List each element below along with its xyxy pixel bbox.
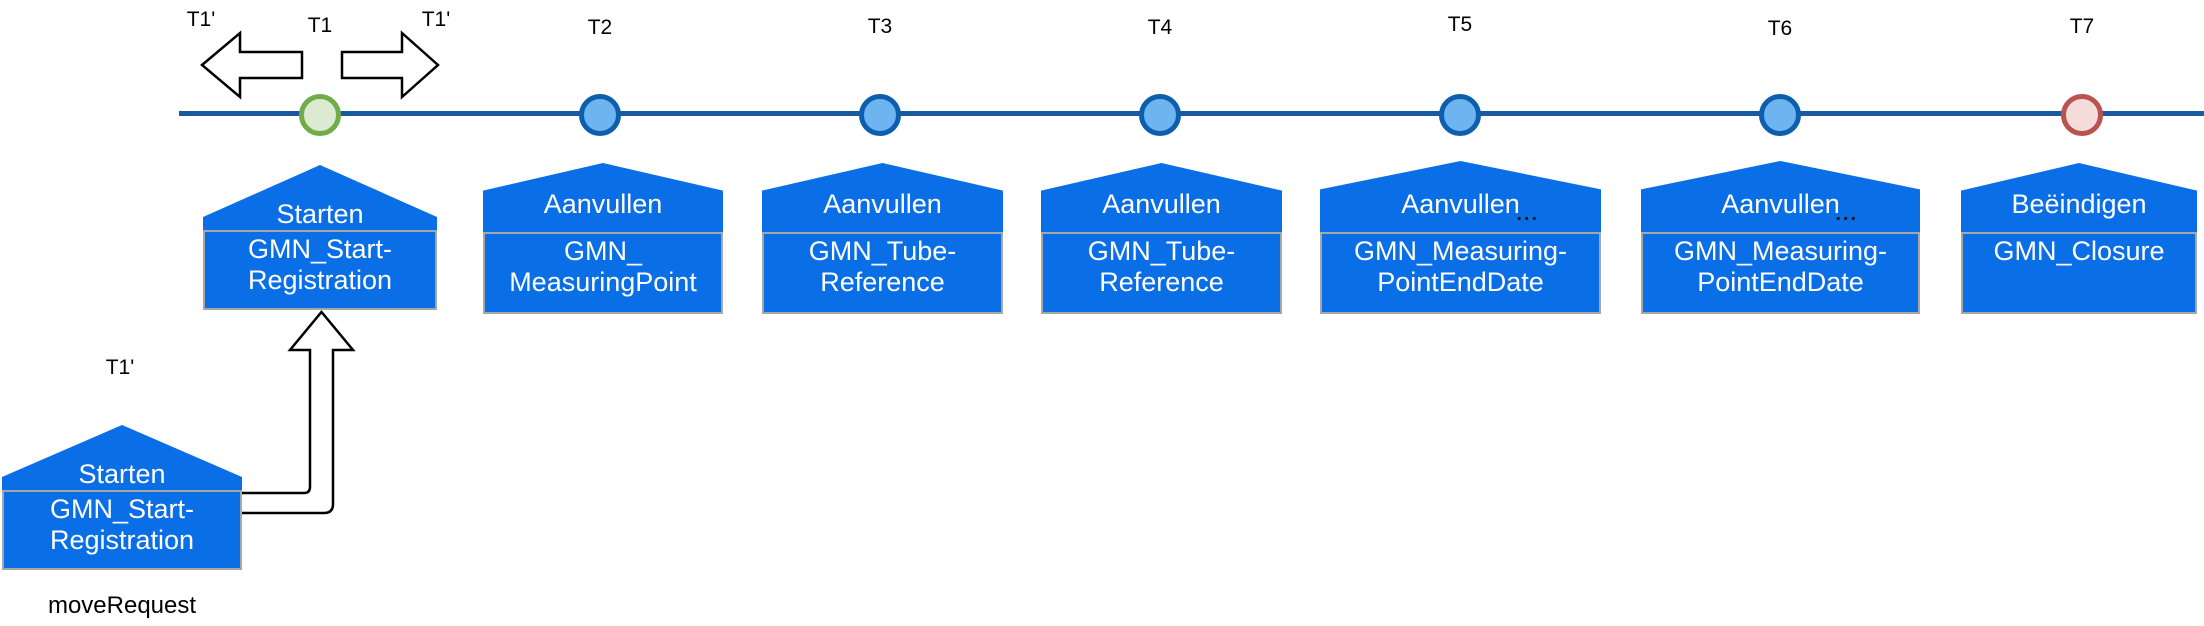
house-move-event: Starten <box>78 459 166 489</box>
label-t1-prime-move: T1' <box>105 356 135 379</box>
label-t1: T1 <box>307 14 333 37</box>
house-move-body: GMN_Start- Registration <box>2 490 242 570</box>
node-t4 <box>1139 94 1181 136</box>
house-t4-name-line2: Reference <box>1099 267 1224 297</box>
label-t1-prime-left: T1' <box>186 8 216 31</box>
node-t5 <box>1439 94 1481 136</box>
house-t4-body: GMN_Tube- Reference <box>1041 232 1282 314</box>
house-t6-body: GMN_Measuring- PointEndDate <box>1641 232 1920 314</box>
house-t2-name-line1: GMN_ <box>563 236 642 266</box>
house-t3-event: Aanvullen <box>823 189 942 219</box>
node-t2 <box>579 94 621 136</box>
house-t5-event: Aanvullen <box>1401 189 1520 219</box>
shift-right-arrow <box>340 30 440 100</box>
label-t5: T5 <box>1447 13 1473 36</box>
house-t3-name-line1: GMN_Tube- <box>808 236 957 266</box>
house-t5-ellipsis: ... <box>1516 203 1539 225</box>
house-t1-roof: Starten <box>203 165 437 230</box>
house-move-name-line1: GMN_Start- <box>49 494 195 524</box>
house-t3-name-line2: Reference <box>820 267 945 297</box>
house-t6-name-line1: GMN_Measuring- <box>1673 236 1888 266</box>
house-t7-roof: Beëindigen <box>1961 163 2197 232</box>
shift-left-arrow <box>200 30 304 100</box>
house-t5-roof: Aanvullen ... <box>1320 161 1601 232</box>
house-t5-body: GMN_Measuring- PointEndDate <box>1320 232 1601 314</box>
house-t1-name-line1: GMN_Start- <box>247 234 393 264</box>
label-t3: T3 <box>867 15 893 38</box>
node-t6 <box>1759 94 1801 136</box>
house-t6-event: Aanvullen <box>1721 189 1840 219</box>
label-t4: T4 <box>1147 16 1173 39</box>
house-t7-event: Beëindigen <box>2011 189 2147 219</box>
house-t2-body: GMN_ MeasuringPoint <box>483 232 723 314</box>
node-t3 <box>859 94 901 136</box>
house-t6-name-line2: PointEndDate <box>1697 267 1864 297</box>
house-t5-name-line1: GMN_Measuring- <box>1353 236 1568 266</box>
house-t3-roof: Aanvullen <box>762 163 1003 232</box>
timeline-axis <box>179 111 2204 116</box>
house-t1-body: GMN_Start- Registration <box>203 230 437 310</box>
house-t6-roof: Aanvullen ... <box>1641 161 1920 232</box>
house-t1-event: Starten <box>276 199 364 229</box>
move-request-arrow <box>242 310 356 515</box>
house-t6-ellipsis: ... <box>1835 203 1858 225</box>
house-t7-name-line1: GMN_Closure <box>1993 236 2165 266</box>
label-t2: T2 <box>587 16 613 39</box>
move-request-caption: moveRequest <box>47 592 197 619</box>
label-t1-prime-right: T1' <box>421 8 451 31</box>
house-move-roof: Starten <box>2 425 242 490</box>
house-t2-event: Aanvullen <box>543 189 663 219</box>
house-t3-body: GMN_Tube- Reference <box>762 232 1003 314</box>
house-t5-name-line2: PointEndDate <box>1377 267 1544 297</box>
house-t4-event: Aanvullen <box>1102 189 1221 219</box>
house-t4-roof: Aanvullen <box>1041 163 1282 232</box>
house-t4-name-line1: GMN_Tube- <box>1087 236 1236 266</box>
node-t1-start <box>299 94 341 136</box>
house-t7-body: GMN_Closure <box>1961 232 2197 314</box>
node-t7-end <box>2061 94 2103 136</box>
label-t6: T6 <box>1767 17 1793 40</box>
house-t1-name-line2: Registration <box>247 265 393 295</box>
label-t7: T7 <box>2069 15 2095 38</box>
house-t2-roof: Aanvullen <box>483 163 723 232</box>
house-move-name-line2: Registration <box>49 525 195 555</box>
house-t2-name-line2: MeasuringPoint <box>509 267 697 297</box>
